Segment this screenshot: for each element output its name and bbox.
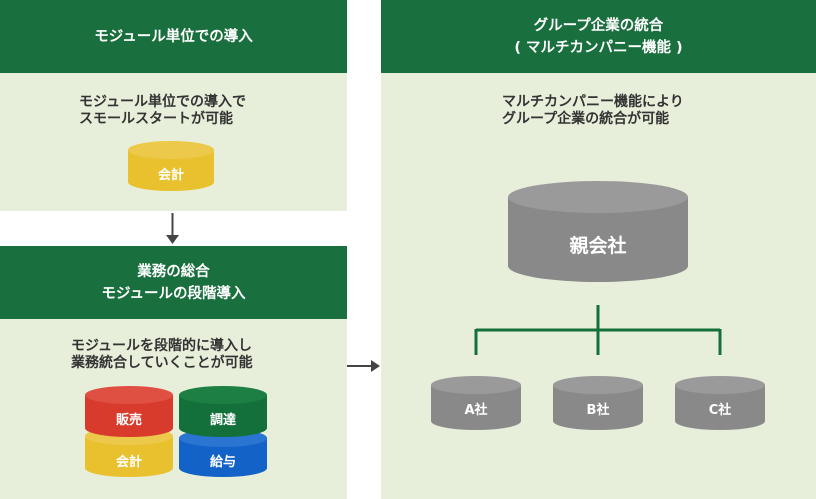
connector-lines <box>474 305 722 355</box>
sales-module-label: 販売 <box>116 412 142 428</box>
left-bottom-header-line2: モジュールの段階導入 <box>101 285 246 302</box>
company-b-label: B社 <box>587 402 610 418</box>
payroll-module-label: 給与 <box>210 454 236 470</box>
sales-module: 販売 <box>85 386 173 437</box>
company-c-label: C社 <box>709 402 732 418</box>
parent-company: 親会社 <box>508 181 688 282</box>
accounting-module: 会計 <box>128 141 214 191</box>
accounting-module-stack-label: 会計 <box>116 454 142 470</box>
procurement-module-label: 調達 <box>210 412 236 428</box>
down-arrow <box>166 213 179 244</box>
parent-company-label: 親会社 <box>569 234 626 257</box>
right-header-line1: グループ企業の統合 <box>533 17 664 34</box>
left-bottom-header-line1: 業務の総合 <box>137 263 210 280</box>
company-a-label: A社 <box>464 402 487 418</box>
procurement-module: 調達 <box>179 386 267 437</box>
left-top-module-cylinder: 会計 <box>128 141 214 191</box>
company-b: B社 <box>553 376 643 430</box>
accounting-module-label: 会計 <box>158 167 184 183</box>
left-bottom-description: モジュールを段階的に導入し 業務統合していくことが可能 <box>71 338 253 371</box>
left-top-header-text: モジュール単位での導入 <box>94 28 253 45</box>
left-top-description: モジュール単位での導入で スモールスタートが可能 <box>79 94 247 127</box>
company-a: A社 <box>431 376 521 430</box>
right-description: マルチカンパニー機能により グループ企業の統合が可能 <box>502 94 684 127</box>
left-bottom-header: 業務の総合 モジュールの段階導入 <box>0 246 347 319</box>
left-bottom-modules: 会計 販売 給与 調達 <box>85 386 267 477</box>
right-header: グループ企業の統合 ( マルチカンパニー機能 ) <box>381 0 816 73</box>
right-header-line2: ( マルチカンパニー機能 ) <box>514 39 683 56</box>
left-top-header: モジュール単位での導入 <box>0 0 347 73</box>
company-c: C社 <box>675 376 765 430</box>
